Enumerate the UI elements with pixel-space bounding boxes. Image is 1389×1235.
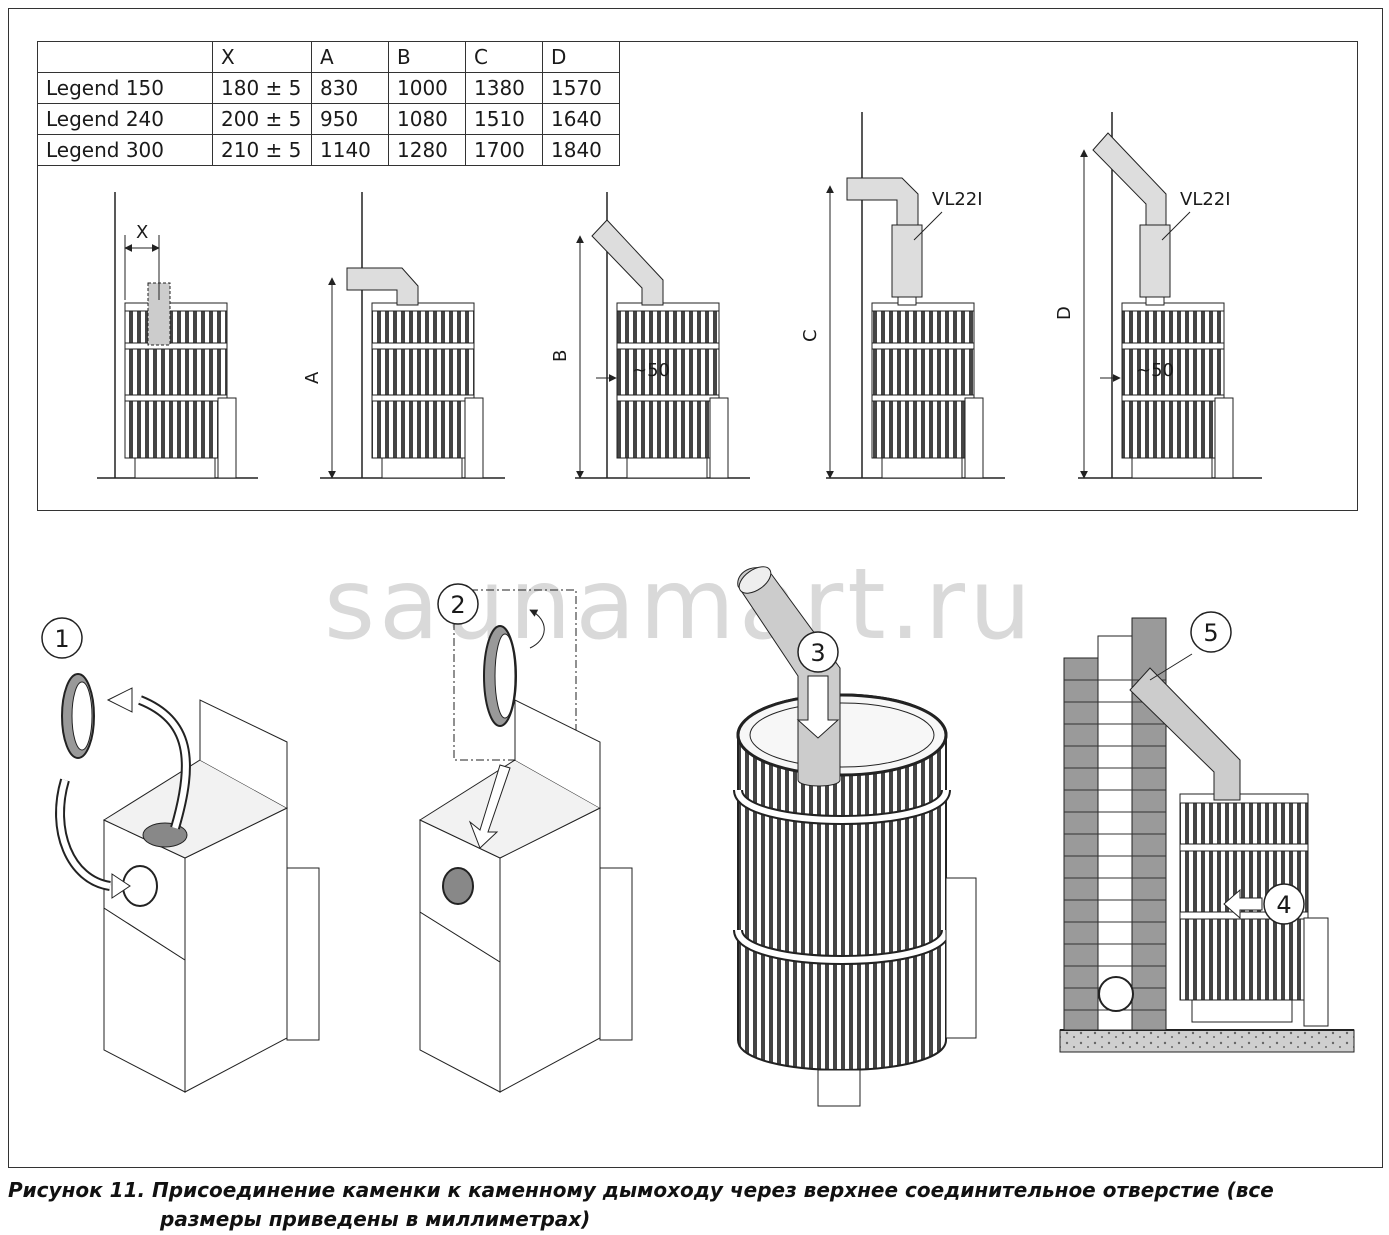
table-row: Legend 240 200 ± 5 950 1080 1510 1640 bbox=[37, 103, 620, 135]
figure-frame bbox=[8, 8, 1383, 1168]
value-cell: 200 ± 5 bbox=[212, 103, 312, 135]
header-cell-d: D bbox=[542, 41, 620, 73]
part-d-label: VL22I bbox=[1180, 189, 1231, 210]
value-cell: 830 bbox=[311, 72, 389, 104]
heater-sketch-x: X bbox=[97, 192, 258, 479]
gap-b-label: ~50 bbox=[632, 360, 670, 381]
part-c-label: VL22I bbox=[932, 189, 983, 210]
step-4-number: 4 bbox=[1276, 891, 1291, 919]
step-3-illustration: 3 bbox=[733, 566, 977, 1107]
value-cell: 1640 bbox=[542, 103, 620, 135]
model-cell: Legend 300 bbox=[37, 134, 213, 166]
model-cell: Legend 240 bbox=[37, 103, 213, 135]
heater-sketch-b: B ~50 bbox=[550, 192, 750, 479]
caption-line-1: Рисунок 11. Присоединение каменки к каме… bbox=[8, 1178, 1274, 1202]
heater-sketch-a: A bbox=[302, 192, 505, 479]
step-3-number: 3 bbox=[810, 639, 825, 667]
gap-d-label: ~50 bbox=[1136, 360, 1174, 381]
step-1-number: 1 bbox=[54, 625, 69, 653]
step-5-number: 5 bbox=[1203, 619, 1218, 647]
value-cell: 210 ± 5 bbox=[212, 134, 312, 166]
value-cell: 1840 bbox=[542, 134, 620, 166]
table-row: Legend 300 210 ± 5 1140 1280 1700 1840 bbox=[37, 134, 620, 166]
value-cell: 1140 bbox=[311, 134, 389, 166]
dim-a-label: A bbox=[302, 371, 323, 384]
step-1-illustration: 1 bbox=[41, 617, 320, 1093]
value-cell: 1280 bbox=[388, 134, 466, 166]
step-2-illustration: 2 bbox=[418, 583, 633, 1093]
value-cell: 180 ± 5 bbox=[212, 72, 312, 104]
dim-d-label: D bbox=[1054, 306, 1075, 320]
dim-x-label: X bbox=[136, 222, 148, 243]
dim-c-label: C bbox=[800, 329, 821, 342]
value-cell: 1510 bbox=[465, 103, 543, 135]
header-cell-x: X bbox=[212, 41, 312, 73]
value-cell: 1000 bbox=[388, 72, 466, 104]
value-cell: 1700 bbox=[465, 134, 543, 166]
dimension-table: X A B C D Legend 150 180 ± 5 830 1000 13… bbox=[37, 41, 620, 166]
value-cell: 950 bbox=[311, 103, 389, 135]
figure-caption: Рисунок 11. Присоединение каменки к каме… bbox=[8, 1176, 1378, 1234]
dim-b-label: B bbox=[550, 350, 571, 362]
caption-line-2: размеры приведены в миллиметрах) bbox=[160, 1207, 591, 1231]
step-2-number: 2 bbox=[450, 591, 465, 619]
dimension-panel bbox=[37, 41, 1358, 511]
step-4-5-illustration: 5 4 bbox=[1059, 611, 1355, 1053]
heater-sketch-d: D ~50 VL22I bbox=[1054, 112, 1262, 479]
value-cell: 1080 bbox=[388, 103, 466, 135]
value-cell: 1570 bbox=[542, 72, 620, 104]
heater-sketch-c: C VL22I bbox=[800, 112, 1005, 479]
